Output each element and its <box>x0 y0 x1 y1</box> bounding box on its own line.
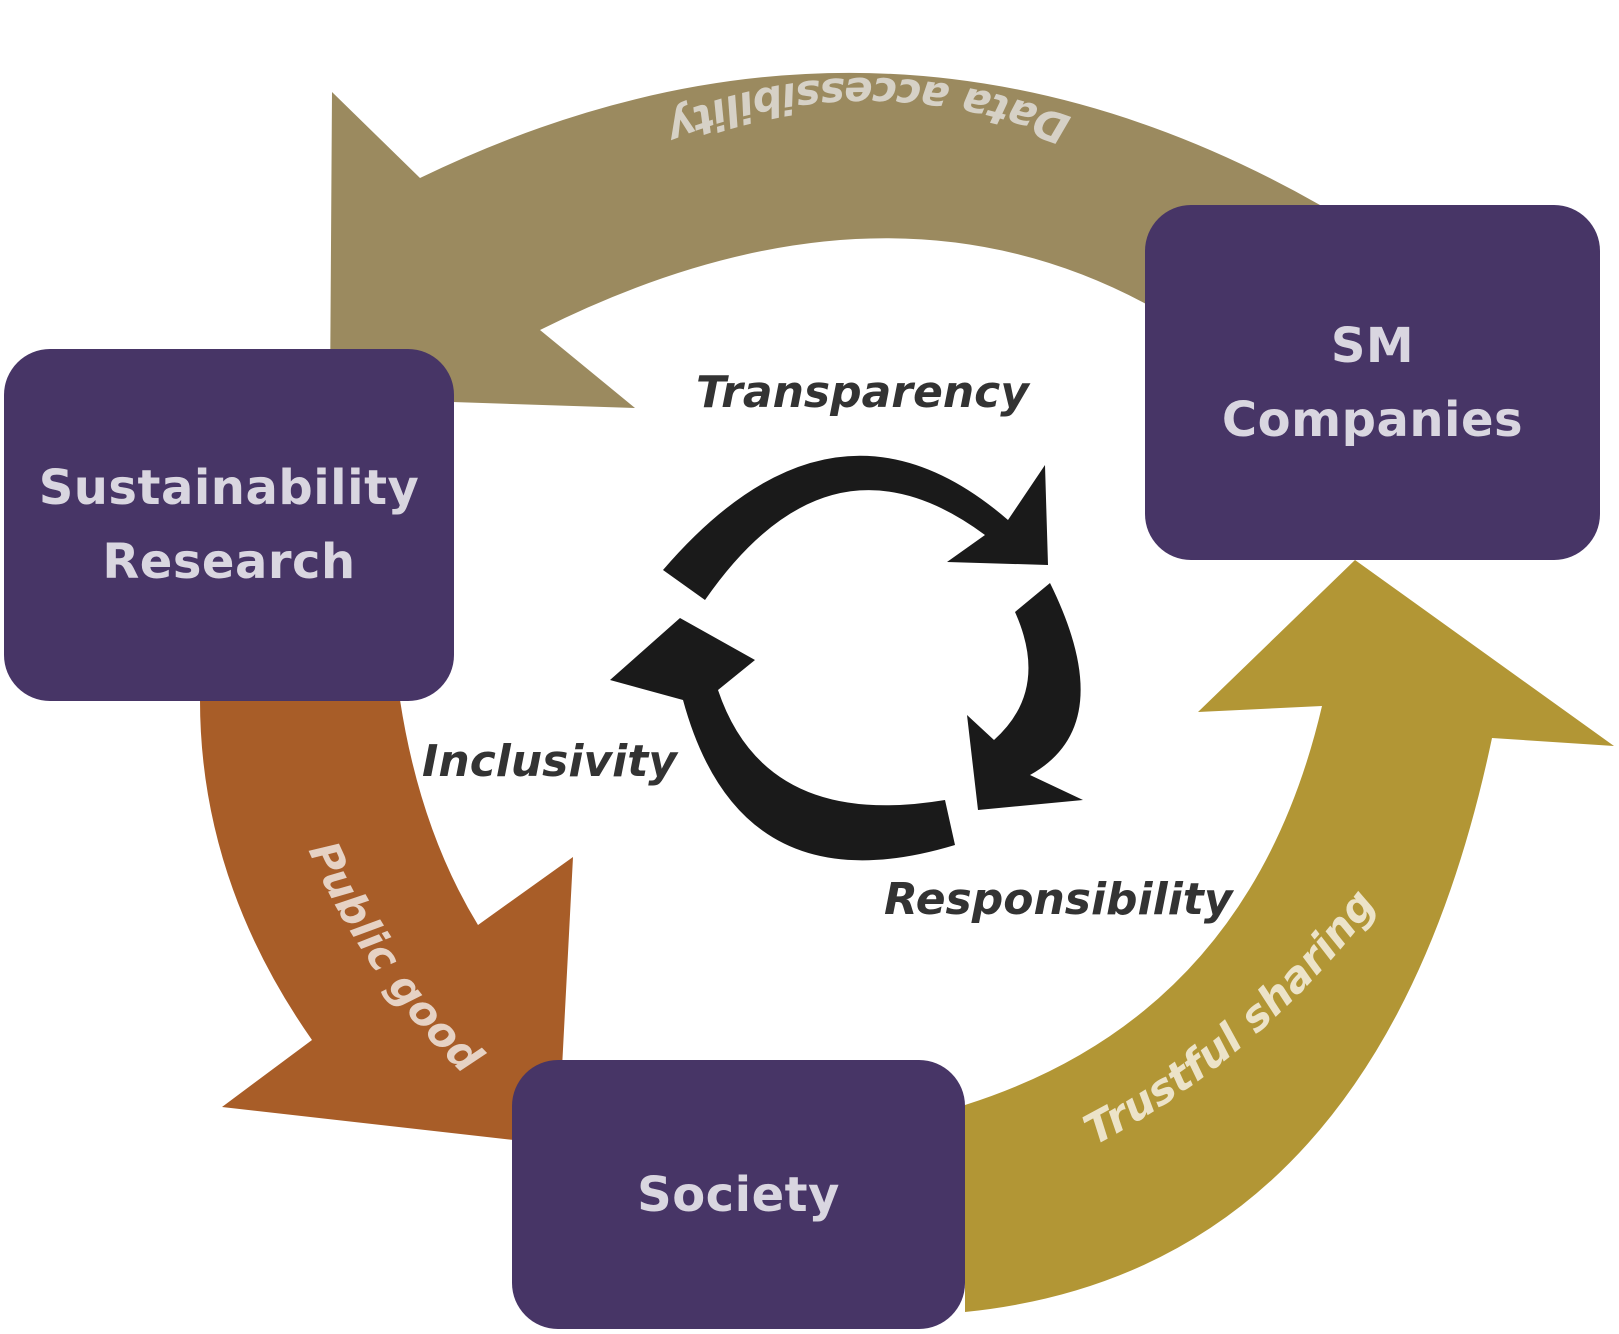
transparency-label: Transparency <box>696 367 1029 418</box>
society-box: Society <box>512 1060 965 1329</box>
sustainability-research-line1: Sustainability <box>38 460 420 516</box>
sm-companies-line2: Companies <box>1221 391 1524 448</box>
responsibility-label: Responsibility <box>884 874 1233 925</box>
sustainability-research-box: Sustainability Research <box>4 349 454 701</box>
public-good-arrow <box>200 700 573 1145</box>
cycle-arrow-top-icon <box>663 455 1048 600</box>
cycle-arrows-icon <box>610 455 1083 861</box>
inclusivity-label: Inclusivity <box>422 736 677 787</box>
trustful-sharing-arrow <box>965 560 1614 1312</box>
sm-companies-line1: SM <box>1330 317 1415 374</box>
data-accessibility-arrow <box>330 72 1320 408</box>
sm-companies-box: SM Companies <box>1145 205 1600 560</box>
society-label: Society <box>637 1166 840 1223</box>
cycle-arrow-right-icon <box>967 583 1083 810</box>
sustainability-research-line2: Research <box>102 534 356 590</box>
cycle-arrow-bottom-icon <box>610 618 955 861</box>
